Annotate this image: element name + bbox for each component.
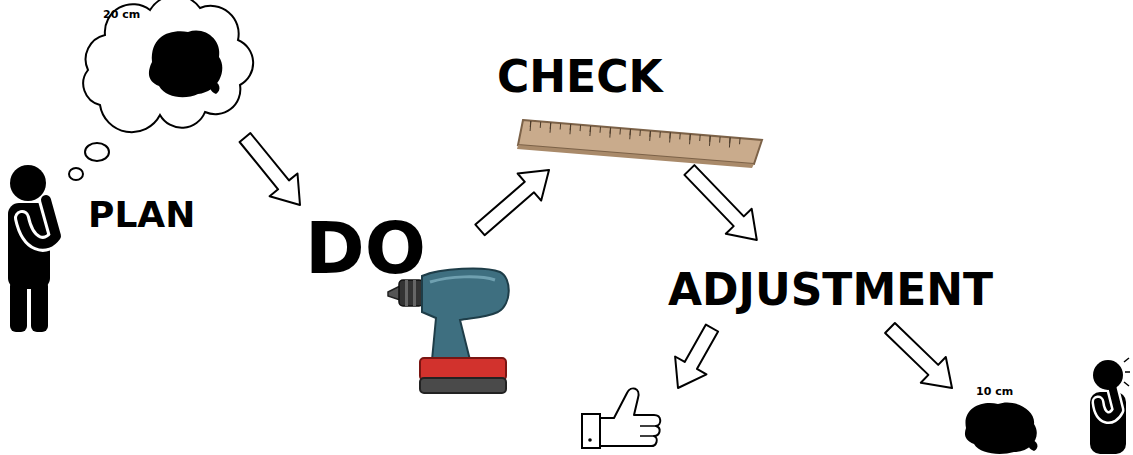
dimension-label: 20 cm xyxy=(103,9,140,20)
thought-cloud xyxy=(69,0,253,180)
block-arrow xyxy=(240,133,300,205)
block-arrow xyxy=(684,165,756,240)
stage-node: PLAN xyxy=(85,120,245,237)
dimension-label: 10 cm xyxy=(976,386,1013,397)
block-arrow xyxy=(885,323,952,388)
stage-label: CHECK xyxy=(497,55,663,99)
stage-label: PLAN xyxy=(88,197,195,233)
stage-node: CHECK xyxy=(495,50,765,170)
thinking-person xyxy=(1090,358,1130,454)
thumbs-up-icon xyxy=(582,388,660,448)
drill-illustration xyxy=(388,269,509,393)
thinking-person xyxy=(8,165,56,332)
stage-node: DO xyxy=(300,205,480,288)
ruler-illustration xyxy=(517,120,762,168)
hole-splat xyxy=(965,402,1038,454)
block-arrow xyxy=(475,170,549,235)
stage-label: DO xyxy=(305,212,426,284)
stage-label: ADJUSTMENT xyxy=(668,268,993,312)
stage-node: ADJUSTMENT xyxy=(665,240,1005,318)
block-arrow xyxy=(675,325,718,388)
